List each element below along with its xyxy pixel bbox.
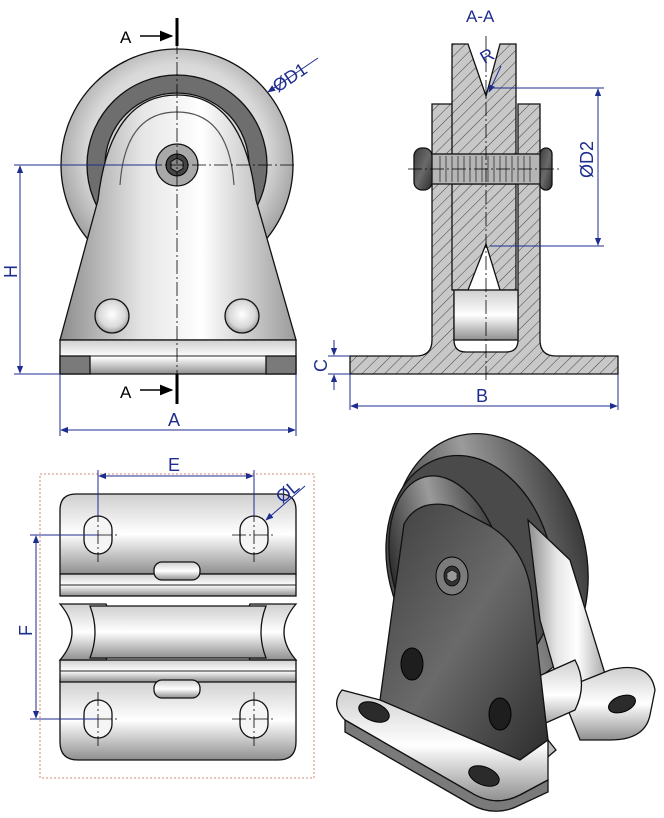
dim-d2-label: ØD2 [577,141,597,178]
dim-h-label: H [1,265,21,278]
section-title: A-A [466,7,495,26]
dim-b-label: B [476,386,488,406]
iso-hole-base-right [468,765,500,787]
top-axle-upper [153,561,201,581]
top-base-plate-lower [59,679,297,761]
section-marker-bottom: A [120,383,132,402]
front-base-plate [59,339,297,375]
dim-d1-label: ØD1 [269,59,311,96]
iso-hole-foot-right [608,694,636,714]
front-view: A A ØD1 H A [1,18,319,436]
front-base-foot-left [59,355,91,375]
iso-hole-plate-right [488,697,512,731]
top-axle-lower [153,679,201,699]
dim-c-label: C [311,359,331,372]
dim-e-label: E [168,455,180,475]
section-view: A-A R ØD2 [311,7,619,410]
front-hole-right [224,298,260,334]
iso-base-edge [344,718,549,812]
iso-hole-plate-left [400,647,424,681]
front-hole-left [94,298,130,334]
top-view: E ØL F [16,455,315,779]
dim-l-leader [265,485,306,521]
top-pulley-groove [89,605,267,659]
section-marker-top: A [120,28,132,47]
iso-bracket-front [379,503,549,761]
iso-hex-socket-icon [446,569,458,583]
front-base-foot-right [265,355,297,375]
isometric-view [336,432,656,812]
section-wheel-lower [451,183,517,291]
iso-foot-right [559,666,656,741]
dim-a-label: A [168,410,180,430]
dim-d1-leader [267,57,319,93]
dim-f-label: F [16,625,36,636]
section-bracket [349,103,619,375]
iso-hole-base-left [358,701,390,723]
